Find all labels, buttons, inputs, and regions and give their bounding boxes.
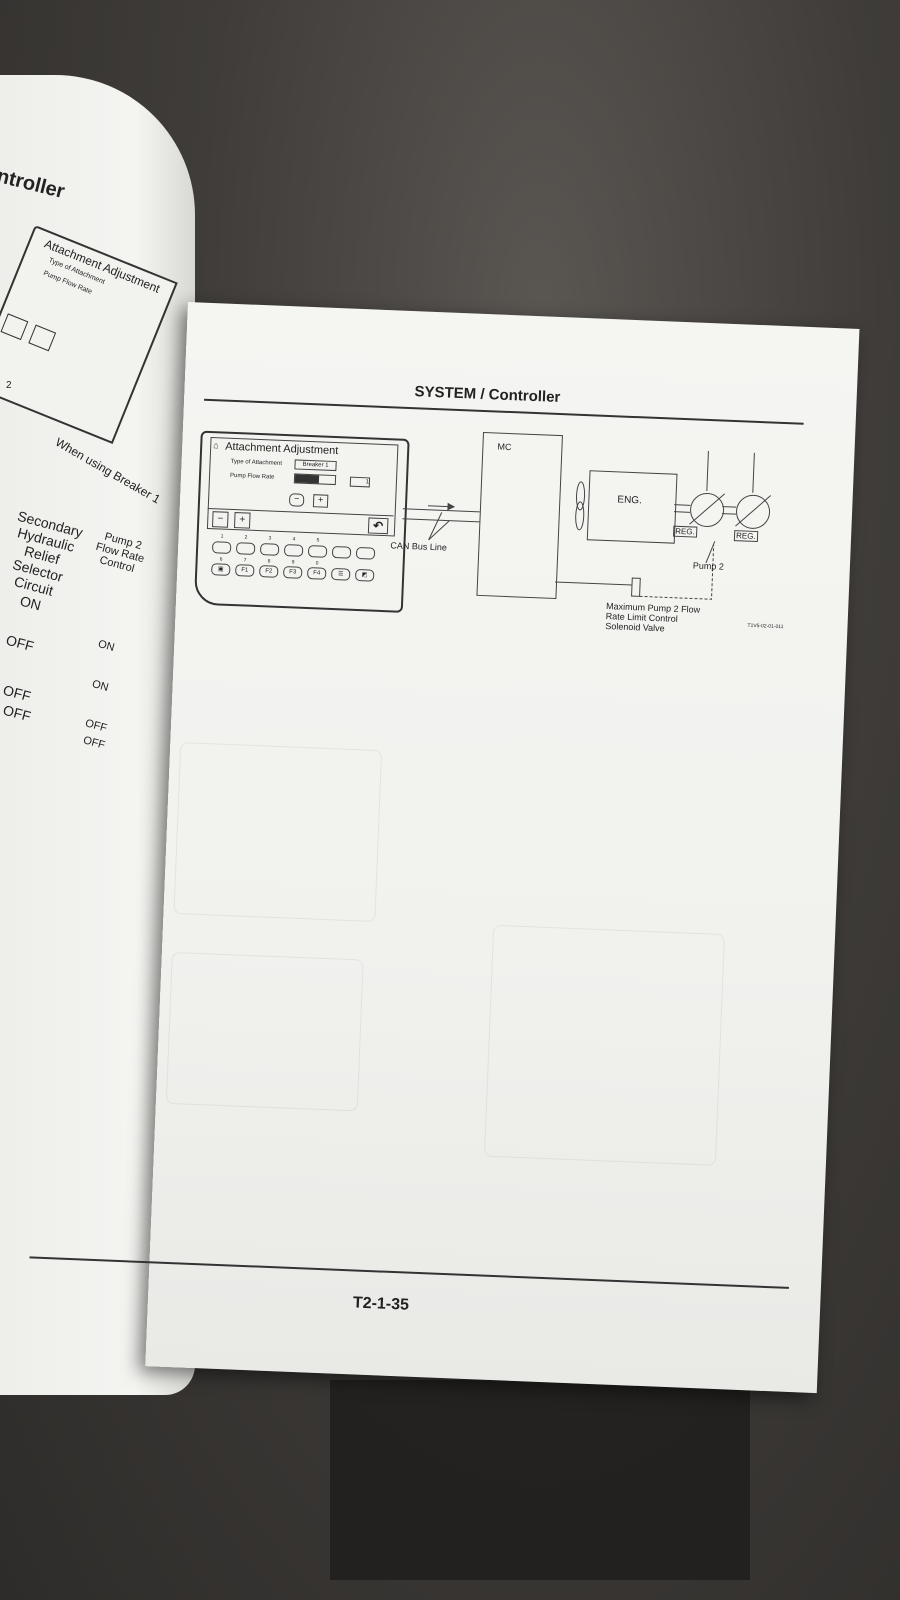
- table-header-relief: Secondary Hydraulic Relief Selector Circ…: [10, 507, 85, 599]
- mc-block: MC: [476, 431, 563, 600]
- left-figure-caption: When using Breaker 1: [53, 435, 163, 507]
- callout-number: 2: [6, 380, 12, 391]
- table-shadow: [330, 1380, 750, 1580]
- table-cell: OFF: [4, 631, 36, 655]
- mc-label: MC: [497, 441, 512, 453]
- table-header-pump2: Pump 2 Flow Rate Control: [94, 530, 146, 575]
- page-number: T2-1-35: [352, 1294, 410, 1314]
- reg-label-1: REG.: [672, 525, 697, 538]
- table-cell: OFF: [83, 717, 109, 735]
- eng-label: ENG.: [617, 494, 643, 507]
- right-page: SYSTEM / Controller ⌂ Attachment Adjustm…: [29, 302, 860, 1394]
- minus-button-icon: [0, 313, 29, 341]
- table-cell: ON: [90, 678, 110, 694]
- plus-button-icon: [28, 324, 57, 352]
- table-cell: OFF: [1, 701, 33, 725]
- diagram-lines: [402, 450, 772, 600]
- left-table: Secondary Hydraulic Relief Selector Circ…: [0, 508, 160, 775]
- left-monitor-panel: Attachment Adjustment Type of Attachment…: [0, 225, 178, 445]
- engine-block: ENG.: [586, 470, 678, 544]
- reg-label-2: REG.: [733, 530, 758, 543]
- left-page-title: ntroller: [0, 165, 67, 204]
- table-cell: OFF: [81, 734, 107, 752]
- pump2-label: Pump 2: [692, 560, 725, 572]
- table-cell: ON: [96, 638, 116, 654]
